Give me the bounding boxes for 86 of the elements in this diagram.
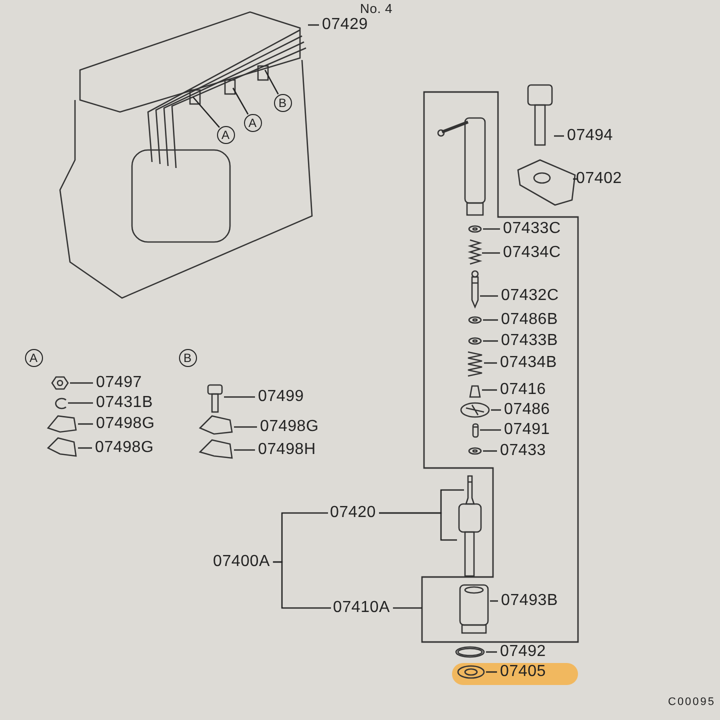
part-number: 07491 [504, 421, 550, 439]
part-number: 07433C [503, 220, 561, 238]
pin-icon [471, 270, 479, 309]
leader-line [234, 449, 255, 451]
nut-icon [51, 376, 69, 390]
clamp-plate-icon [517, 159, 576, 206]
leader-line [232, 88, 249, 115]
washer-icon [457, 665, 485, 679]
part-number: 07432C [501, 287, 559, 305]
leader-line [483, 319, 498, 321]
washer-icon [468, 337, 482, 345]
leader-line [483, 450, 497, 452]
drawing-code: C00095 [668, 695, 716, 710]
part-number: 07493B [501, 592, 558, 610]
washer-icon [468, 447, 482, 455]
leader-line [234, 426, 257, 428]
leader-line [224, 396, 255, 398]
leader-line [480, 429, 501, 431]
leader-line [491, 409, 501, 411]
section-letter: A [24, 348, 42, 366]
part-number: 07492 [500, 643, 546, 661]
part-number: 07434B [500, 354, 557, 372]
valve-seat-icon [469, 385, 481, 398]
part-number: 07494 [567, 127, 613, 145]
part-number: 07498G [96, 415, 155, 433]
leader-line [78, 447, 92, 449]
leader-line [483, 228, 500, 230]
part-number: 07434C [503, 244, 561, 262]
leader-line [482, 252, 500, 254]
leader-line [379, 512, 457, 541]
leader-line [68, 402, 93, 404]
ring-icon [455, 646, 485, 658]
leader-line [482, 389, 497, 391]
leader-line [480, 295, 498, 297]
bolt-icon [527, 84, 553, 146]
note-text: No. 4 [360, 0, 393, 18]
leader-line [78, 423, 93, 425]
part-number: 07405 [500, 663, 546, 681]
part-number: 07431B [96, 394, 153, 412]
part-number: 07497 [96, 374, 142, 392]
part-number: 07486 [504, 401, 550, 419]
nut-icon [459, 584, 489, 634]
part-number: 07433B [501, 332, 558, 350]
leader-line [490, 600, 498, 602]
callout-letter: B [274, 94, 292, 112]
part-number: 07433 [500, 442, 546, 460]
callout-letter: A [216, 126, 234, 144]
part-number: 07416 [500, 381, 546, 399]
washer-icon [468, 225, 482, 233]
leader-line [554, 135, 564, 137]
part-number: 07420 [330, 504, 376, 522]
pin-icon [472, 423, 479, 438]
washer-icon [468, 316, 482, 324]
leader-line [484, 362, 497, 364]
leader-line [192, 96, 220, 128]
spring-icon [468, 239, 482, 265]
section-letter: B [178, 348, 196, 366]
part-number: 07498H [258, 441, 316, 459]
needle-icon [465, 475, 475, 505]
clamp-icon [198, 439, 233, 459]
part-number: 07429 [322, 16, 368, 34]
part-number: 07402 [576, 170, 622, 188]
leader-line [486, 651, 497, 653]
part-number: 07410A [333, 599, 390, 617]
leader-line [392, 607, 422, 609]
leader-line [486, 671, 497, 673]
disc-icon [460, 402, 490, 418]
part-number: 07499 [258, 388, 304, 406]
bracket-line [272, 561, 331, 609]
clamp-icon [46, 415, 77, 433]
part-number: 07498G [260, 418, 319, 436]
clamp-icon [198, 415, 233, 435]
leader-line [70, 382, 93, 384]
bolt-icon [207, 384, 223, 413]
leader-line [573, 178, 577, 180]
nozzle-icon [458, 503, 482, 577]
part-number: 07498G [95, 439, 154, 457]
part-number: 07400A [213, 553, 270, 571]
clamp-icon [46, 437, 77, 457]
leader-line [483, 340, 498, 342]
leader-line [264, 70, 279, 95]
leader-line [308, 24, 319, 26]
clip-icon [55, 398, 66, 410]
part-number: 07486B [501, 311, 558, 329]
spring-icon [467, 351, 483, 377]
callout-letter: A [244, 114, 262, 132]
